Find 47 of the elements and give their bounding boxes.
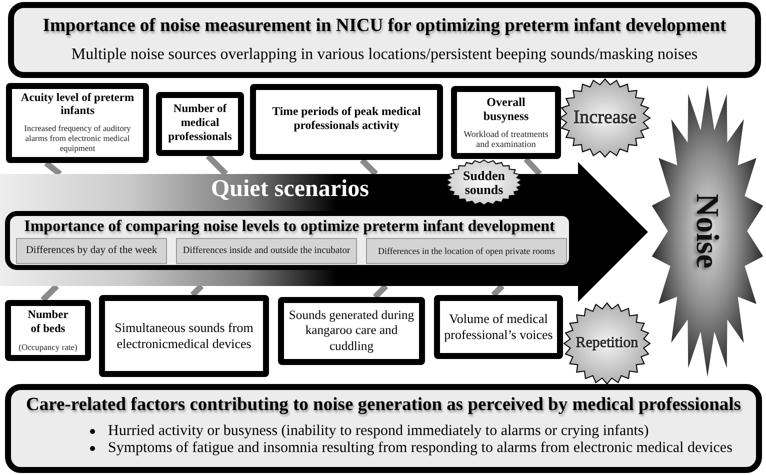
difference-tile: Differences inside and outside the incubator [176,238,357,264]
panel-title: Importance of comparing noise levels to optimize preterm infant development [23,218,556,236]
connector-line [524,156,542,176]
box-note: (Occupancy rate) [18,342,78,352]
panel-title: Care-related factors contributing to noise generation as perceived by medical professionals [26,395,741,416]
arrow-label: Quiet scenarios [211,175,369,203]
box-heading: Time periods of peak medical professionals activity [271,104,422,132]
difference-tile: Differences in the location of open private rooms [366,238,567,264]
panel-title: Importance of noise measurement in NICU for optimizing preterm infant development [42,16,726,37]
header-panel [8,2,761,78]
burst-label: Noise [692,194,724,268]
panel-subtitle: Multiple noise sources overlapping in various locations/persistent beeping sounds/masking noises [71,46,698,64]
box-text: Sounds generated during kangaroo care and cuddling [288,308,416,354]
box-note: Increased frequency of auditory alarms from electronic medical equipment [23,124,132,154]
connector-line [360,158,378,176]
starburst [651,85,764,377]
connector-line [372,284,388,300]
connector-line [44,160,62,176]
block-arrow [0,162,648,302]
factor-box [156,92,244,156]
box-text: Volume of medical professional’s voices [443,311,554,343]
factor-box [451,86,561,159]
box-note: Workload of treatments and examination [462,128,550,150]
burst-label: Increase [573,108,637,128]
box-heading: Acuity level of preterm infants [20,92,136,120]
burst-label: Repetition [576,336,638,352]
connector-line [206,154,228,176]
factor-box [99,295,269,377]
factor-box [5,300,91,361]
starburst [564,303,650,384]
starburst [560,79,650,157]
difference-tile: Differences by day of the week [16,238,167,264]
footer-panel [5,384,762,473]
factor-box [434,295,563,359]
box-heading: Number of medical professionals [167,103,233,145]
connector-line [40,284,59,302]
box-text: Simultaneous sounds from electronicmedical devices [114,320,254,352]
bullet-text: Symptoms of fatigue and insomnia resulting from responding to alarms from electronic medical devices [108,440,732,457]
box-heading: Overall busyness [482,94,530,124]
connector-line [190,284,204,298]
burst-label: Sudden sounds [462,168,506,196]
factor-box [250,84,443,160]
bullet-text: Hurried activity or busyness (inability to respond immediately to alarms or crying infants) [108,423,649,440]
connector-line [491,284,504,298]
box-heading: Number of beds [26,309,70,337]
factor-box [6,83,149,163]
factor-box [278,297,425,365]
